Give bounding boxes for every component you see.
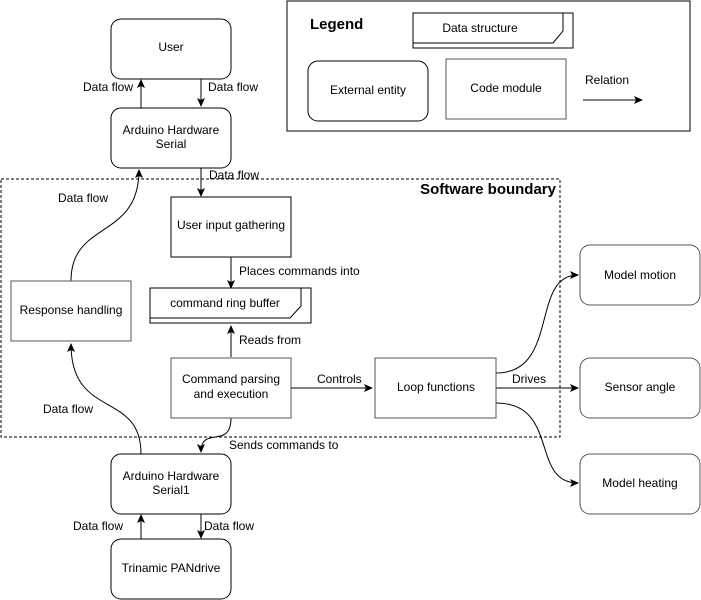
node-command-ring-buffer-label: command ring buffer	[170, 296, 280, 310]
node-model-heating-label: Model heating	[602, 476, 677, 490]
edge-label: Data flow	[204, 519, 254, 533]
node-loop-functions[interactable]: Loop functions	[374, 357, 497, 419]
edge-label: Controls	[317, 372, 362, 386]
node-arduino-serial1-label: Serial1	[152, 483, 190, 497]
node-arduino-serial1[interactable]: Arduino Hardware Serial1	[110, 453, 232, 515]
node-command-parsing-label: and execution	[194, 387, 269, 401]
legend-code-module: Code module	[445, 58, 567, 120]
edge-label: Sends commands to	[229, 438, 339, 452]
node-arduino-serial-label: Arduino Hardware	[123, 123, 220, 137]
node-command-ring-buffer[interactable]: command ring buffer	[149, 287, 312, 324]
node-trinamic-pandrive[interactable]: Trinamic PANdrive	[110, 538, 232, 600]
edge-loop-to-heating	[495, 402, 579, 487]
legend-code-module-label: Code module	[470, 81, 542, 95]
legend-relation: Relation	[583, 73, 643, 104]
software-boundary-title: Software boundary	[420, 181, 557, 198]
edge-label: Data flow	[209, 168, 259, 182]
edge-loop-to-motion	[495, 271, 579, 374]
legend-external-entity: External entity	[307, 60, 429, 122]
node-user-input-gathering[interactable]: User input gathering	[170, 196, 292, 258]
legend-data-structure: Data structure	[412, 12, 574, 49]
legend: Legend Data structure External entity Co…	[286, 0, 691, 132]
node-user-label: User	[158, 40, 183, 54]
node-loop-functions-label: Loop functions	[397, 380, 475, 394]
edge-label: Data flow	[208, 80, 258, 94]
edge-label: Drives	[512, 372, 546, 386]
node-trinamic-pandrive-label: Trinamic PANdrive	[122, 561, 221, 575]
edge-labels: Data flow Data flow Data flow Data flow …	[43, 80, 546, 533]
node-arduino-serial[interactable]: Arduino Hardware Serial	[110, 107, 232, 169]
node-arduino-serial-label: Serial	[156, 137, 187, 151]
node-sensor-angle[interactable]: Sensor angle	[579, 357, 701, 419]
node-command-parsing-label: Command parsing	[182, 372, 280, 386]
edge-label: Data flow	[83, 80, 133, 94]
edge-label: Places commands into	[239, 264, 360, 278]
edge-serial1-to-response	[67, 343, 142, 455]
software-boundary: Software boundary	[0, 178, 561, 438]
node-model-motion[interactable]: Model motion	[579, 244, 701, 306]
node-command-parsing[interactable]: Command parsing and execution	[170, 357, 292, 419]
legend-relation-label: Relation	[585, 73, 629, 87]
node-model-heating[interactable]: Model heating	[579, 453, 701, 515]
node-response-handling-label: Response handling	[20, 303, 123, 317]
node-user-input-gathering-label: User input gathering	[177, 218, 285, 232]
legend-data-structure-label: Data structure	[442, 21, 518, 35]
edge-label: Reads from	[239, 333, 301, 347]
edges	[67, 79, 579, 540]
node-arduino-serial1-label: Arduino Hardware	[123, 469, 220, 483]
edge-label: Data flow	[58, 191, 108, 205]
edge-label: Data flow	[43, 402, 93, 416]
node-sensor-angle-label: Sensor angle	[605, 380, 676, 394]
node-response-handling[interactable]: Response handling	[10, 280, 132, 342]
edge-label: Data flow	[73, 519, 123, 533]
node-model-motion-label: Model motion	[604, 268, 676, 282]
legend-title: Legend	[310, 16, 363, 33]
legend-external-entity-label: External entity	[330, 83, 406, 97]
edge-parse-sends-serial1	[197, 417, 232, 453]
node-user[interactable]: User	[110, 18, 232, 80]
edge-response-to-serial	[70, 169, 143, 282]
